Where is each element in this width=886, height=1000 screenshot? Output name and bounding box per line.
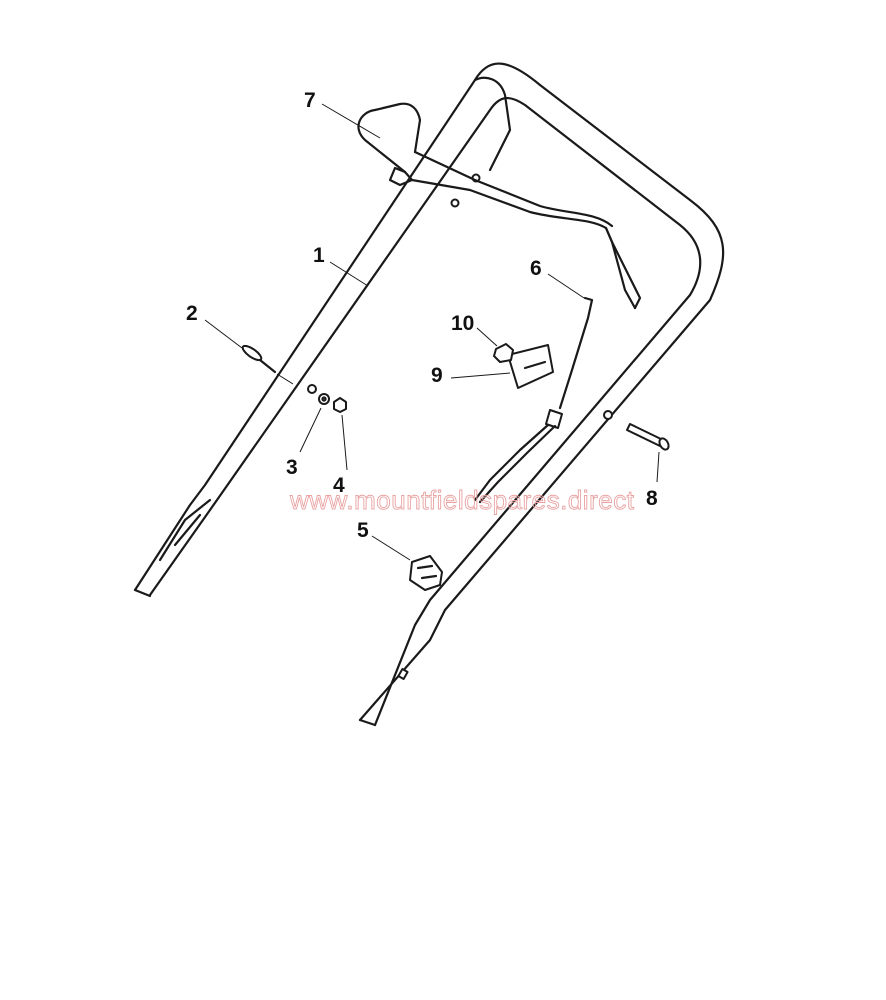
cable-retainer bbox=[409, 555, 443, 591]
callout-7: 7 bbox=[304, 89, 316, 112]
callout-9: 9 bbox=[431, 364, 443, 387]
drive-bail bbox=[357, 102, 642, 310]
drive-cable bbox=[473, 296, 594, 504]
callout-2: 2 bbox=[186, 302, 198, 325]
washer bbox=[318, 393, 330, 405]
cable-clip bbox=[507, 344, 554, 389]
callout-1: 1 bbox=[313, 244, 325, 267]
handle-nut bbox=[333, 397, 347, 413]
callout-8: 8 bbox=[646, 487, 658, 510]
handle-bolt bbox=[626, 423, 670, 451]
callout-10: 10 bbox=[451, 312, 474, 335]
callout-labels: 1 2 3 4 5 6 7 8 9 10 bbox=[186, 89, 658, 542]
leader-lines bbox=[204, 103, 660, 561]
callout-4: 4 bbox=[333, 474, 345, 497]
watermark-text: www.mountfieldspares.direct bbox=[289, 485, 635, 515]
callout-6: 6 bbox=[530, 257, 542, 280]
handle-pin bbox=[241, 344, 277, 374]
callout-5: 5 bbox=[357, 519, 369, 542]
handle-frame bbox=[133, 62, 725, 727]
clip-nut bbox=[493, 343, 514, 363]
callout-3: 3 bbox=[286, 456, 298, 479]
